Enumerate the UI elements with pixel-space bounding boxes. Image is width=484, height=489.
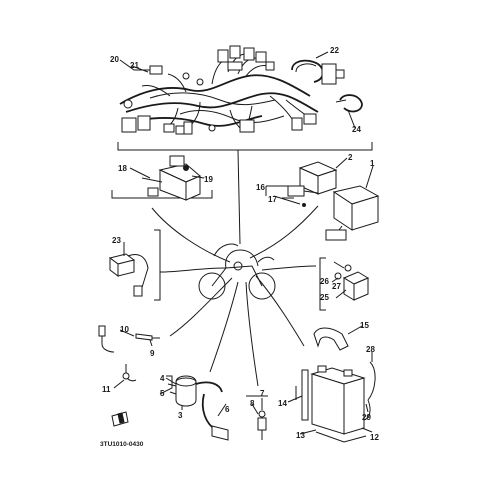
battery-cover-15 (313, 327, 349, 351)
callout-10: 10 (120, 325, 129, 334)
callout-28: 28 (366, 345, 375, 354)
harness-bracket (117, 142, 373, 151)
bolt-7-8 (246, 395, 268, 440)
flasher-relay-23 (108, 229, 161, 301)
callout-labels: 20 21 22 24 2 1 16 17 18 19 23 26 27 25 … (102, 46, 379, 442)
callout-12: 12 (370, 433, 379, 442)
callout-21: 21 (130, 61, 139, 70)
callout-20: 20 (110, 55, 119, 64)
clamp-22 (291, 59, 345, 85)
callout-8: 8 (250, 399, 255, 408)
motorcycle-silhouette-icon (198, 243, 276, 300)
callout-14: 14 (278, 399, 287, 408)
callout-23: 23 (112, 236, 121, 245)
callout-24: 24 (352, 125, 361, 134)
callout-4: 4 (160, 374, 165, 383)
callout-7: 7 (260, 389, 265, 398)
callout-27: 27 (332, 282, 341, 291)
callout-25: 25 (320, 293, 329, 302)
callout-5: 5 (160, 389, 165, 398)
plug-cap-6 (201, 393, 229, 441)
main-switch-18 (111, 155, 213, 201)
FWD-arrow-icon (111, 411, 129, 427)
callout-19: 19 (204, 175, 213, 184)
callout-6: 6 (225, 405, 230, 414)
callout-11: 11 (102, 385, 111, 394)
callout-2: 2 (348, 153, 353, 162)
callout-13: 13 (296, 431, 305, 440)
callout-29: 29 (362, 413, 371, 422)
cdi-unit (298, 161, 338, 195)
ignition-coil-3 (159, 375, 223, 407)
diagram-code: 3TU1010-0430 (100, 441, 144, 448)
callout-3: 3 (178, 411, 183, 420)
callout-9: 9 (150, 349, 155, 358)
harness-to-body-lines (151, 149, 319, 387)
callout-15: 15 (360, 321, 369, 330)
battery-12 (295, 365, 367, 443)
band-24 (335, 94, 363, 113)
callout-18: 18 (118, 164, 127, 173)
spark-plug-9 (98, 325, 160, 382)
callout-22: 22 (330, 46, 339, 55)
regulator-rectifier (325, 185, 380, 241)
callout-1: 1 (370, 159, 375, 168)
battery-lead-28 (363, 361, 376, 421)
callout-26: 26 (320, 277, 329, 286)
callout-leaders (113, 51, 374, 435)
callout-16: 16 (256, 183, 265, 192)
resistor-16-17 (273, 185, 319, 207)
wire-harness (119, 45, 319, 135)
relay-25 (319, 257, 370, 311)
callout-17: 17 (268, 195, 277, 204)
